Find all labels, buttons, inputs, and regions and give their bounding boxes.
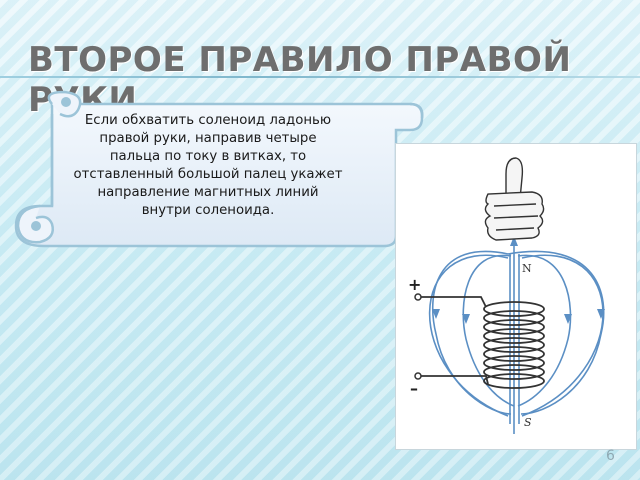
terminal-minus-node xyxy=(414,372,422,380)
solenoid-figure: N S + – xyxy=(395,143,637,450)
rule-line: правой руки, направив четыре xyxy=(99,131,317,146)
rule-line: Если обхватить соленоид ладонью xyxy=(84,113,332,128)
rule-line: отставленный большой палец укажет xyxy=(73,167,343,182)
page-number: 6 xyxy=(606,448,615,464)
solenoid-coil xyxy=(483,301,545,389)
rule-line: направление магнитных линий xyxy=(97,185,319,200)
terminal-plus-node xyxy=(414,293,422,301)
slide-title: ВТОРОЕ ПРАВИЛО ПРАВОЙ РУКИ xyxy=(28,40,572,120)
rule-text: Если обхватить соленоид ладонью правой р… xyxy=(58,112,358,220)
title-underline xyxy=(0,76,640,78)
pole-north-label: N xyxy=(522,262,532,275)
rule-line: пальца по току в витках, то xyxy=(109,149,307,164)
terminal-plus-label: + xyxy=(408,275,421,294)
wire-leads xyxy=(420,296,489,385)
solenoid-diagram: N S + – xyxy=(408,157,605,434)
right-hand-icon xyxy=(484,157,545,241)
terminal-minus-label: – xyxy=(410,379,418,398)
field-arrows xyxy=(432,236,605,324)
rule-line: внутри соленоида. xyxy=(141,203,275,218)
text-scroll-banner xyxy=(14,90,424,248)
pole-south-label: S xyxy=(524,416,532,429)
magnetic-field-lines xyxy=(428,239,605,434)
